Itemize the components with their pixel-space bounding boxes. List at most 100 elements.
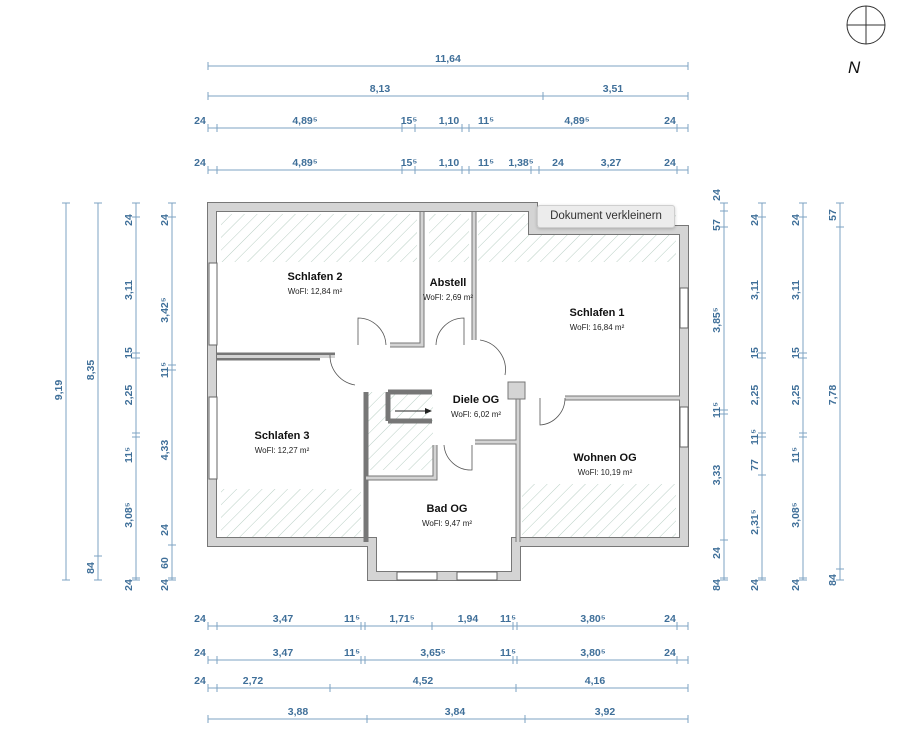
dimension-label: 24 (159, 524, 171, 536)
dimension-label: 3,65⁵ (420, 647, 445, 659)
dimension-label: 11⁵ (344, 613, 360, 625)
dimension-label: 24 (159, 214, 171, 226)
dimension-label: 2,31⁵ (749, 509, 761, 534)
dimension-label: 3,92 (595, 706, 616, 718)
dimension-label: 24 (749, 214, 761, 226)
dimension-label: 4,33 (159, 440, 171, 461)
dimension-label: 15 (123, 347, 135, 359)
dimension-label: 1,10 (439, 157, 460, 169)
room-name: Schlafen 2 (287, 271, 342, 283)
dimension-label: 11⁵ (123, 447, 135, 463)
dimension-label: 7,78 (827, 385, 839, 406)
dimension-label: 24 (194, 647, 206, 659)
dimension-label: 57 (827, 209, 839, 221)
dimension-label: 15⁵ (401, 157, 418, 169)
compass-icon (846, 5, 886, 45)
dimension-label: 3,80⁵ (580, 613, 605, 625)
dimension-label: 8,13 (370, 83, 391, 95)
room-area: WoFl: 9,47 m² (422, 519, 472, 528)
dimension-label: 24 (123, 579, 135, 591)
dimension-label: 3,85⁵ (711, 307, 723, 332)
dimension-label: 24 (194, 613, 206, 625)
dimension-label: 4,89⁵ (564, 115, 589, 127)
dimension-label: 2,25 (123, 385, 135, 406)
dimension-label: 24 (159, 579, 171, 591)
dimension-label: 3,80⁵ (580, 647, 605, 659)
dimension-label: 3,11 (123, 280, 135, 300)
dimension-label: 24 (123, 214, 135, 226)
dimension-label: 24 (552, 157, 564, 169)
room-area: WoFl: 6,02 m² (451, 410, 501, 419)
dimension-label: 3,84 (445, 706, 466, 718)
dimension-label: 24 (194, 115, 206, 127)
dimension-label: 3,42⁵ (159, 297, 171, 322)
dimension-label: 15⁵ (401, 115, 418, 127)
dimension-label: 84 (85, 562, 97, 574)
dimension-label: 1,38⁵ (508, 157, 533, 169)
dimension-label: 3,51 (603, 83, 624, 95)
dimension-label: 3,08⁵ (790, 502, 802, 527)
windows (208, 262, 689, 581)
dimension-label: 11⁵ (500, 613, 516, 625)
room-name: Schlafen 1 (569, 307, 624, 319)
room-name: Diele OG (453, 394, 499, 406)
dimension-label: 3,11 (790, 280, 802, 300)
room-name: Schlafen 3 (254, 430, 309, 442)
dimension-label: 3,33 (711, 465, 723, 486)
dimension-label: 11⁵ (344, 647, 360, 659)
dimension-label: 3,27 (601, 157, 622, 169)
staircase (367, 392, 433, 470)
dimension-label: 84 (827, 574, 839, 586)
room-area: WoFl: 12,84 m² (288, 287, 343, 296)
dimension-label: 24 (749, 579, 761, 591)
dimension-label: 2,72 (243, 675, 264, 687)
dimension-label: 57 (711, 219, 723, 231)
room-name: Abstell (430, 277, 467, 289)
walls (207, 202, 689, 581)
dimension-label: 24 (194, 157, 206, 169)
dimension-label: 4,16 (585, 675, 606, 687)
dimension-label: 4,89⁵ (292, 157, 317, 169)
dimension-label: 24 (790, 214, 802, 226)
dimension-label: 11,64 (435, 53, 461, 65)
dimension-label: 24 (664, 613, 676, 625)
dimension-label: 3,11 (749, 280, 761, 300)
dimension-label: 24 (194, 675, 206, 687)
dimension-label: 24 (664, 647, 676, 659)
room-area: WoFl: 16,84 m² (570, 323, 625, 332)
dimension-chains: 11,64 8,13 3,51 24 4,89⁵ 15⁵ 1,10 11⁵ 4,89⁵ 24 24 4… (53, 53, 844, 723)
dimension-label: 84 (711, 579, 723, 591)
dimension-label: 11⁵ (711, 402, 723, 418)
dimension-label: 60 (159, 557, 171, 569)
room-area: WoFl: 10,19 m² (578, 468, 633, 477)
dimension-label: 3,88 (288, 706, 309, 718)
dimension-label: 11⁵ (478, 115, 494, 127)
dimension-label: 11⁵ (790, 447, 802, 463)
dimension-label: 11⁵ (478, 157, 494, 169)
doors (329, 317, 566, 471)
dimension-label: 2,25 (749, 385, 761, 406)
dimension-label: 24 (790, 579, 802, 591)
room-name: Wohnen OG (573, 452, 636, 464)
room-area: WoFl: 2,69 m² (423, 293, 473, 302)
dimension-label: 77 (749, 459, 761, 471)
sloped-ceiling-areas (221, 214, 676, 537)
dimension-label: 15 (749, 347, 761, 359)
room-name: Bad OG (427, 503, 468, 515)
north-label: N (848, 58, 861, 77)
dimension-label: 11⁵ (159, 362, 171, 378)
dimension-label: 4,52 (413, 675, 434, 687)
dimension-label: 3,08⁵ (123, 502, 135, 527)
dimension-label: 9,19 (53, 380, 65, 401)
dimension-label: 3,47 (273, 647, 294, 659)
dimension-label: 24 (664, 157, 676, 169)
dimension-label: 2,25 (790, 385, 802, 406)
dimension-label: 15 (790, 347, 802, 359)
dimension-label: 24 (664, 115, 676, 127)
dimension-label: 8,35 (85, 360, 97, 381)
dimension-label: 11⁵ (500, 647, 516, 659)
zoom-out-tooltip: Dokument verkleinern (537, 205, 675, 228)
dimension-label: 1,94 (458, 613, 479, 625)
